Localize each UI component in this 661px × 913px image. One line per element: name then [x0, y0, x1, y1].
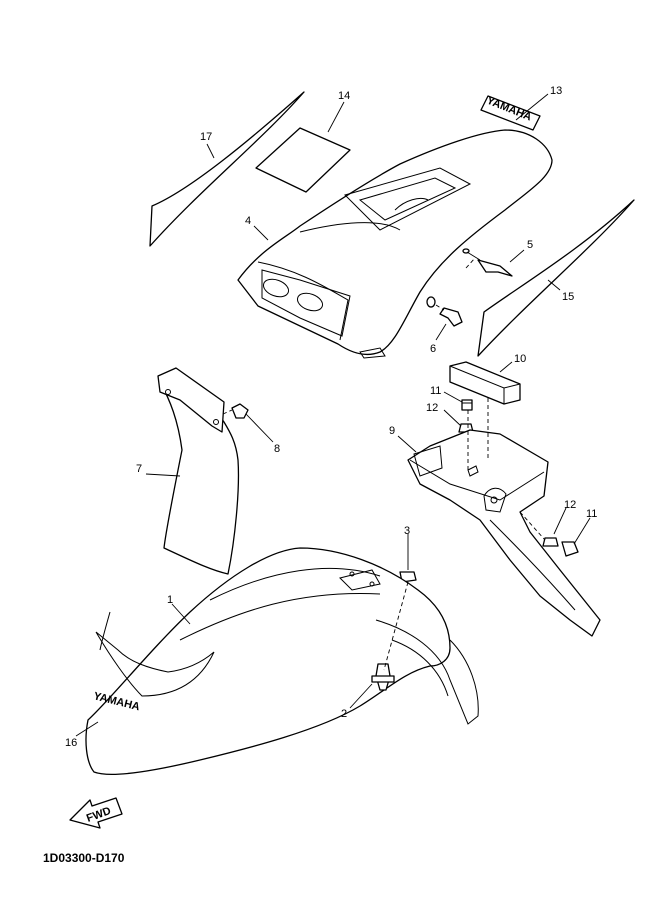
part-11-bolt-upper [461, 399, 473, 411]
part-2-bolt [371, 663, 395, 691]
part-13-yamaha-emblem: YAMAHA [480, 95, 541, 131]
part-8-screw [231, 403, 249, 419]
part-5-rivet [462, 248, 513, 277]
assembly-lines [222, 257, 546, 671]
callout-15: 16 [65, 737, 77, 749]
part-9-rear-mud-guard [407, 429, 601, 637]
callout-leaders [75, 93, 591, 737]
callout-14: 14 [338, 90, 350, 102]
callout-8: 8 [274, 443, 280, 455]
callout-2: 2 [341, 708, 347, 720]
callout-12-lower: 12 [564, 499, 576, 511]
part-16-side-decal-right [477, 199, 635, 357]
forward-direction-arrow: FWD [69, 797, 123, 829]
part-10-damper-block [449, 361, 521, 405]
callout-12-upper: 12 [426, 402, 438, 414]
part-1-front-fender: YAMAHA [85, 547, 479, 776]
callout-17: 17 [200, 131, 212, 143]
part-6-screw [426, 296, 463, 327]
part-4-rear-fender-tail [237, 129, 553, 359]
part-14-emblem-decal [255, 127, 351, 193]
callout-1: 1 [167, 594, 173, 606]
callout-11-upper: 11 [430, 385, 441, 397]
callout-16: 15 [562, 291, 574, 303]
callout-3: 3 [404, 525, 410, 537]
callout-labels: 17 14 13 4 5 6 15 10 11 12 9 12 11 8 7 3… [65, 85, 597, 749]
callout-4: 4 [245, 215, 251, 227]
part-11-bolt-lower [561, 541, 579, 557]
callout-11-lower: 11 [586, 508, 597, 520]
callout-6: 6 [430, 343, 436, 355]
part-17-side-decal-left [149, 91, 305, 247]
callout-9: 9 [389, 425, 395, 437]
callout-5: 5 [527, 239, 533, 251]
callout-10: 10 [514, 353, 526, 365]
diagram-code: 1D03300-D170 [43, 851, 125, 865]
callout-7: 7 [136, 463, 142, 475]
part-12-collar-lower [542, 537, 559, 547]
callout-13: 13 [550, 85, 562, 97]
part-7-mud-flap [157, 367, 240, 575]
